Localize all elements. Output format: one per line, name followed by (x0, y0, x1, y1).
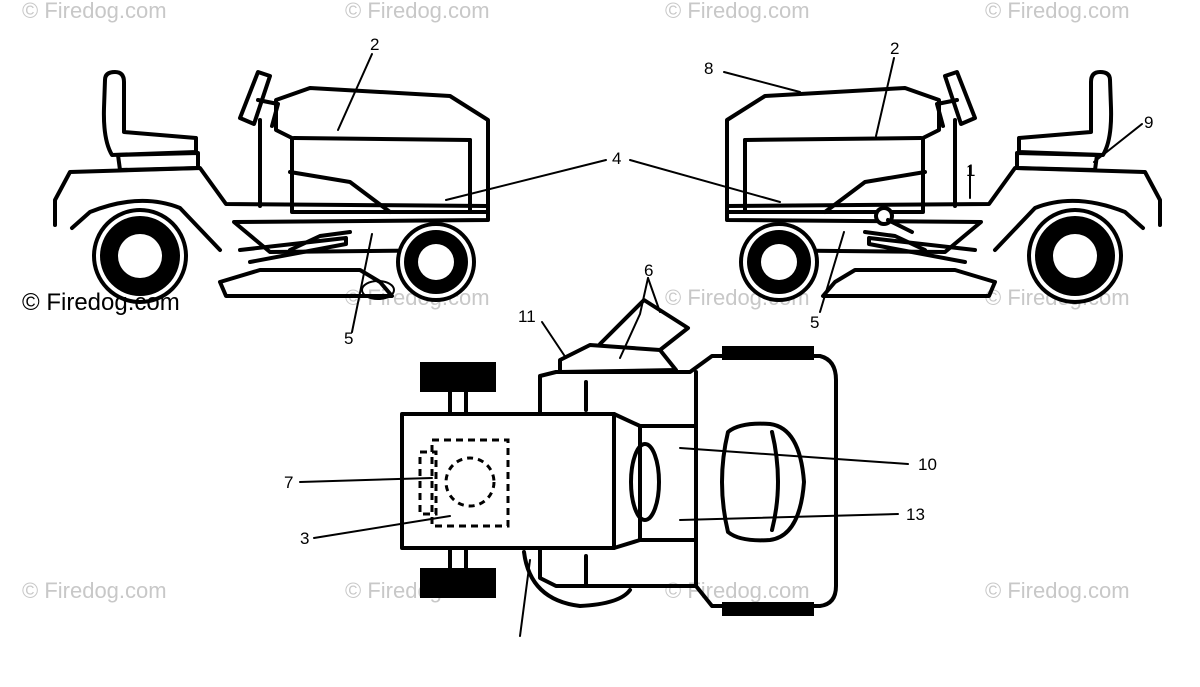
callout-number: 1 (966, 161, 975, 180)
watermark-text: © Firedog.com (985, 578, 1130, 603)
hood-line (743, 136, 923, 142)
foot-pedal (288, 230, 352, 252)
front-wheel-hub (418, 244, 454, 280)
callout-leaders (299, 53, 1143, 637)
callout-number: 2 (890, 39, 899, 58)
hood-top-view (400, 412, 642, 550)
watermark-text: © Firedog.com (985, 0, 1130, 23)
engine-decal-area-inner (418, 450, 438, 516)
discharge-chute (558, 343, 678, 374)
rear-fender (725, 166, 1162, 254)
steering-wheel (238, 70, 272, 126)
callout-number: 4 (612, 149, 621, 168)
callout-number: 2 (370, 35, 379, 54)
rear-fender-inner (993, 198, 1145, 252)
front-tire-top (420, 362, 496, 392)
callout-number: 13 (906, 505, 925, 524)
hood-line (292, 136, 472, 142)
callout-number: 9 (1144, 113, 1153, 132)
callout-numbers: 2 4 5 5 2 8 9 1 6 11 7 3 10 13 (284, 35, 1153, 548)
rear-tire-top (722, 346, 814, 360)
tractor-top-view (400, 298, 838, 616)
watermark-text: © Firedog.com (665, 578, 810, 603)
body-top-view (538, 354, 838, 608)
rear-wheel-hub (118, 234, 162, 278)
steering-wheel-top (629, 442, 661, 522)
callout-number: 7 (284, 473, 293, 492)
hood-side-line (823, 170, 927, 214)
rear-tire-bottom (722, 602, 814, 616)
fuel-cap-outline (444, 456, 496, 508)
discharge-chute-tip (598, 298, 690, 352)
deck-rear-top (522, 550, 632, 608)
seat-top-view (720, 421, 806, 543)
callout-number: 5 (344, 329, 353, 348)
mower-deck (821, 268, 997, 298)
front-tire-bottom (420, 568, 496, 598)
watermark-text: © Firedog.com (22, 578, 167, 603)
corner-watermark-text: © Firedog.com (22, 289, 180, 316)
foot-pedal (863, 230, 927, 252)
lift-lever (886, 218, 914, 234)
callout-number: 6 (644, 261, 653, 280)
tractor-right-side-view (725, 70, 1162, 304)
deck-chute (361, 280, 395, 300)
callout-number: 10 (918, 455, 937, 474)
frame (867, 236, 977, 264)
front-wheel-hub (761, 244, 797, 280)
rear-fender-inner (70, 198, 222, 252)
hood-side-line (288, 170, 392, 214)
front-axle-bottom (448, 546, 468, 570)
watermark-text: © Firedog.com (345, 0, 490, 23)
front-axle-top (448, 390, 468, 416)
rear-fender (53, 166, 490, 254)
dash-top-view (638, 424, 698, 542)
frame (238, 236, 348, 264)
tractor-left-side-view (53, 70, 490, 304)
callout-number: 5 (810, 313, 819, 332)
hood (274, 86, 490, 214)
hood (725, 86, 941, 214)
engine-decal-area (430, 438, 510, 528)
seat-back-top (770, 430, 780, 532)
watermark-text: © Firedog.com (22, 0, 167, 23)
seat-back (1017, 70, 1114, 157)
seat-back (101, 70, 198, 157)
watermark-text: © Firedog.com (665, 0, 810, 23)
callout-number: 11 (518, 307, 536, 326)
rear-wheel-hub (1053, 234, 1097, 278)
callout-number: 3 (300, 529, 309, 548)
callout-number: 8 (704, 59, 713, 78)
steering-wheel (943, 70, 977, 126)
